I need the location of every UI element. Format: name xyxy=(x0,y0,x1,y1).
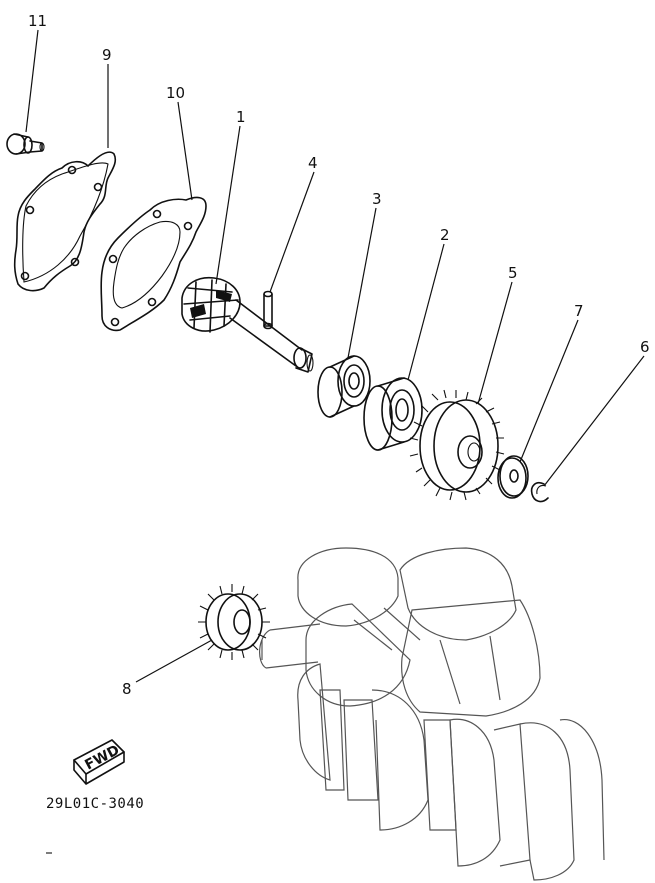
callout-5: 5 xyxy=(508,264,518,282)
drawing-reference-code: 29L01C-3040 xyxy=(46,796,144,812)
impeller-shaft-part-1 xyxy=(181,276,314,373)
callout-10: 10 xyxy=(166,84,185,102)
callout-11: 11 xyxy=(28,12,47,30)
circlip-part-6 xyxy=(530,481,549,503)
crankshaft-assembly xyxy=(259,547,605,881)
callout-1: 1 xyxy=(236,108,246,126)
fwd-label: FWD xyxy=(82,742,122,773)
bearing-part-2 xyxy=(363,377,423,451)
bearing-part-3 xyxy=(317,355,371,418)
callout-2: 2 xyxy=(440,226,450,244)
cover-gasket-part-9 xyxy=(13,151,117,292)
fwd-direction-badge: FWD xyxy=(73,739,125,785)
gear-part-5 xyxy=(409,389,505,501)
callout-3: 3 xyxy=(372,190,382,208)
pin-part-4 xyxy=(263,290,273,330)
washer-part-7 xyxy=(497,455,529,499)
leader-lines xyxy=(25,29,645,683)
housing-gasket-part-10 xyxy=(100,196,207,332)
callout-7: 7 xyxy=(574,302,584,320)
callout-4: 4 xyxy=(308,154,318,172)
callout-9: 9 xyxy=(102,46,112,64)
callout-8: 8 xyxy=(122,680,132,698)
drive-gear-part-8 xyxy=(198,584,270,660)
callout-6: 6 xyxy=(640,338,650,356)
bolt-part-11 xyxy=(6,133,45,155)
